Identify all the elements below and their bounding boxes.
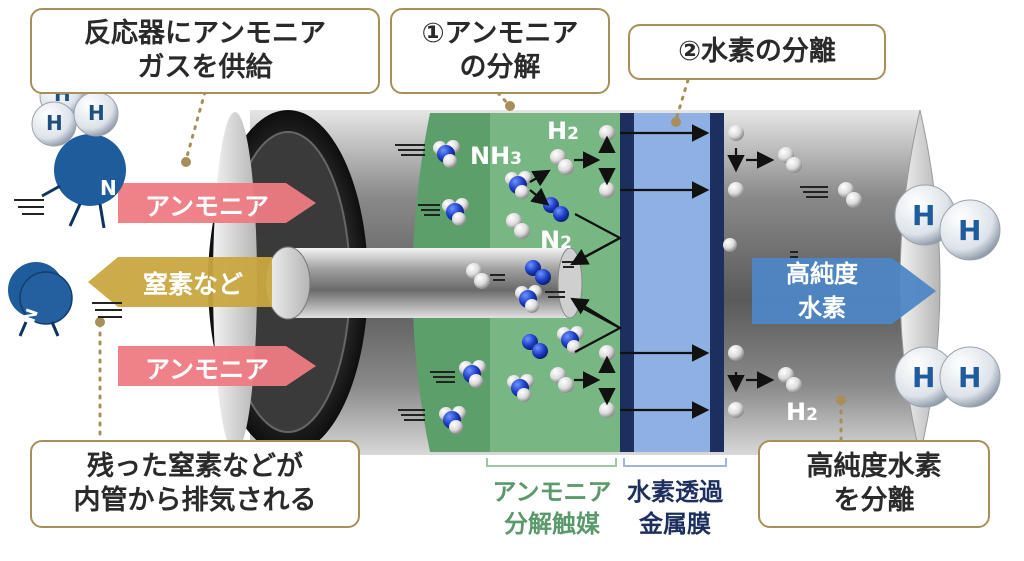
arrow-ammonia-top-label: アンモニア [144,192,269,221]
hydrogen-letter-7: H [958,361,982,394]
label-h2-right: H2 [786,398,818,426]
label-n2-sub: 2 [560,233,572,253]
hydrogen-molecules [466,125,862,418]
membrane-right-wall [710,113,724,452]
leader-dot-exhaust [95,317,105,327]
label-catalyst: アンモニア 分解触媒 [468,476,636,540]
label-n2-text: N [540,226,561,254]
arrow-product-label-line2: 水素 [798,294,846,322]
label-catalyst-line1: アンモニア [492,478,612,506]
arrow-product-label-line1: 高純度 [786,260,858,288]
label-membrane-line2: 金属膜 [639,510,711,538]
hydrogen-letter-4: H [912,199,936,232]
label-membrane: 水素透過 金属膜 [616,476,734,540]
label-h2-top: H2 [547,117,579,145]
arrow-nitrogen-label: 窒素など [142,270,243,299]
hydrogen-letter-5: H [958,214,982,247]
membrane-left-wall [620,113,634,452]
hydrogen-molecule-right-bottom [894,346,1001,408]
label-h2-top-sub: 2 [567,124,579,144]
callout-exhaust-line2: 内管から排気される [73,485,317,516]
callout-decompose-line1: ①アンモニア [421,18,579,49]
label-nh3-text: NH [470,142,511,170]
ammonia-molecules [433,140,584,434]
label-nh3-sub: 3 [510,149,523,169]
hydrogen-molecule-right-top [894,184,1001,261]
inner-tube [285,248,570,318]
label-h2-right-sub: 2 [806,405,818,425]
leader-dot-decompose [505,101,515,111]
leader-dot-purify [836,395,846,405]
callout-exhaust-line1: 残った窒素などが [87,451,303,482]
leader-dot-separate [671,117,681,127]
callout-decompose-line2: の分解 [459,52,541,83]
inner-tube-end [557,247,583,319]
callout-purify-line1: 高純度水素 [806,451,942,482]
callout-exhaust: 残った窒素などが 内管から排気される [30,440,360,528]
n2-fork-lines [574,213,623,353]
callout-hydrogen-separation: ②水素の分離 [628,24,886,80]
leader-dot-supply [181,157,191,167]
nitrogen-molecules [522,197,569,359]
callout-ammonia-supply: 反応器にアンモニア ガスを供給 [30,8,380,94]
callout-purify-line2: を分離 [833,485,915,516]
membrane-core [634,113,710,452]
ammonia-arrow-bottom [118,346,316,386]
label-catalyst-line2: 分解触媒 [504,510,600,538]
nitrogen-character [14,134,126,229]
nitrogen-arrow [88,257,272,307]
label-h2-top-text: H [547,117,568,145]
inner-tube-mouth [265,246,311,320]
nitrogen-letter: N [100,176,117,200]
label-n2: N2 [540,226,572,254]
hydrogen-letter-6: H [912,361,936,394]
callout-separate-text: ②水素の分離 [678,36,836,67]
bottom-brackets [486,458,727,467]
nitrogen-pair-character [8,262,122,337]
callout-leaders [98,78,843,442]
hydrogen-letter-3: H [88,101,105,125]
ammonia-arrow-top [118,183,316,223]
label-h2-right-text: H [786,398,807,426]
label-nh3: NH3 [470,142,522,170]
hydrogen-letter-2: H [46,111,63,135]
callout-supply-line2: ガスを供給 [137,52,273,83]
arrow-ammonia-bottom-label: アンモニア [144,355,269,384]
callout-supply-line1: 反応器にアンモニア [84,18,326,49]
callout-purify: 高純度水素 を分離 [758,440,990,528]
callout-ammonia-decompose: ①アンモニア の分解 [390,8,610,94]
label-membrane-line1: 水素透過 [627,478,723,506]
product-arrow [752,258,936,324]
